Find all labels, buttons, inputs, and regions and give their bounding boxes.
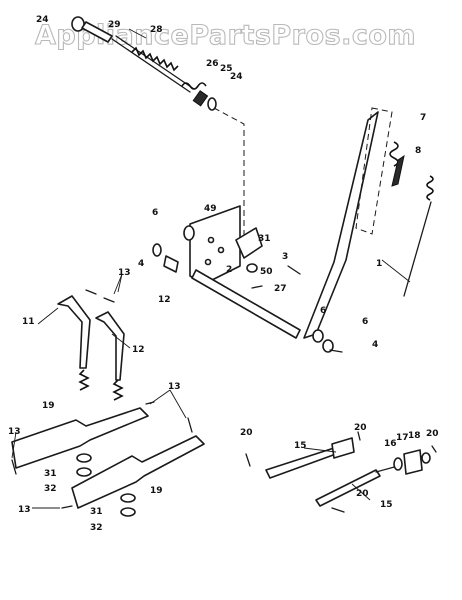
spring-part-25 [181, 82, 207, 90]
callout-8: 8 [415, 146, 421, 156]
callout-29: 24 [36, 15, 49, 25]
callout-23: 24 [230, 72, 243, 82]
grip-part-8 [391, 154, 405, 187]
washer-part-23 [207, 97, 217, 111]
clip-part-20-b [357, 431, 361, 441]
callout-6-left: 12 [158, 295, 171, 305]
lift-arm-part-19-lower [71, 435, 205, 509]
callout-20-lower: 20 [356, 489, 369, 499]
callout-19-lower: 19 [150, 486, 163, 496]
callout-17: 17 [396, 433, 409, 443]
washer-part-5-right [322, 339, 334, 353]
rod-part-15-lower [315, 469, 381, 507]
callout-6-right: 6 [320, 306, 326, 316]
callout-20-mid: 20 [354, 423, 367, 433]
callout-3: 3 [282, 252, 288, 262]
callout-13-top: 13 [118, 268, 131, 278]
shaft-part-2 [191, 269, 301, 339]
clip-part-20-c [331, 507, 345, 513]
washer-part-32-lower [120, 507, 136, 517]
bushing-part-49 [183, 225, 195, 241]
callout-26: 27 [274, 284, 287, 294]
callout-13-left: 13 [8, 427, 21, 437]
thread-part-27 [131, 46, 179, 72]
washer-part-16 [393, 457, 403, 471]
callout-4-right: 4 [372, 340, 378, 350]
watermark-text: AppliancePartsPros.com [35, 20, 416, 51]
washer-part-5-left [152, 243, 162, 257]
upper-rod-assembly [71, 16, 245, 236]
spring-part-1 [426, 175, 434, 201]
bracket-plate [189, 205, 241, 285]
lift-arm-part-19-upper [11, 407, 149, 469]
callout-50: 50 [260, 267, 273, 277]
clip-part-20-d [431, 445, 437, 453]
clip-part-13-b [187, 417, 193, 433]
washer-part-6-right [312, 329, 324, 343]
callout-32-upper: 32 [44, 484, 57, 494]
callout-24: 25 [220, 64, 233, 74]
grip-part-7 [389, 141, 399, 167]
callout-7: 7 [420, 113, 426, 123]
bushing-part-6-left [163, 255, 179, 273]
callout-13-bottom: 13 [18, 505, 31, 515]
arm-part-30 [235, 227, 263, 259]
link-part-12 [95, 311, 125, 381]
callout-20-right: 20 [426, 429, 439, 439]
bushing-part-31-upper [76, 453, 92, 463]
link-rods [57, 289, 125, 401]
callout-20-left: 20 [240, 428, 253, 438]
callout-12: 12 [132, 345, 145, 355]
callout-25: 26 [206, 59, 219, 69]
washer-part-50 [246, 263, 258, 273]
callout-4-left: 4 [138, 259, 144, 269]
rod-part-15-upper [265, 447, 337, 479]
lower-lift-arms [11, 401, 205, 517]
leader-lines [11, 28, 411, 509]
callout-18: 18 [408, 431, 421, 441]
block-part-17 [403, 449, 423, 475]
callout-49: 49 [204, 204, 217, 214]
clip-part-20-a [245, 453, 251, 467]
callout-1: 1 [376, 259, 382, 269]
clevis-upper [331, 437, 355, 459]
callout-15-upper: 15 [294, 441, 307, 451]
washer-part-18 [421, 452, 431, 464]
callout-31-upper: 31 [44, 469, 57, 479]
callout-5-left: 6 [152, 208, 158, 218]
nut-part-24 [192, 90, 209, 107]
link-part-11 [57, 295, 91, 369]
callout-labels: 24 29 28 26 25 24 7 8 6 49 31 3 1 2 50 4… [8, 15, 439, 533]
rod-part-1 [403, 201, 432, 297]
washer-part-32-upper [76, 467, 92, 477]
clip-part-13-d [61, 505, 73, 509]
callout-28: 29 [108, 20, 121, 30]
clip-part-13-c [11, 459, 17, 475]
callout-13-right: 13 [168, 382, 181, 392]
handle-grip-dashed [355, 107, 393, 235]
callout-15-lower: 15 [380, 500, 393, 510]
callout-30: 31 [258, 234, 271, 244]
callout-27: 28 [150, 25, 163, 35]
callout-19-upper: 19 [42, 401, 55, 411]
bracket-assembly [152, 205, 301, 339]
callout-31-lower: 31 [90, 507, 103, 517]
lower-right-rods [245, 431, 437, 513]
pin-part-26 [251, 285, 263, 289]
pin-part-28 [81, 21, 113, 43]
bushing-part-31-lower [120, 493, 136, 503]
rod-part-27 [111, 38, 191, 93]
pin-part-4-right [329, 349, 343, 353]
cotter-part-3 [287, 265, 301, 275]
callout-16: 16 [384, 439, 397, 449]
assembly-dashed-line [213, 107, 245, 236]
callout-11: 11 [22, 317, 35, 327]
callout-32-lower: 32 [90, 523, 103, 533]
callout-5-right: 6 [362, 317, 368, 327]
callout-2: 2 [226, 265, 232, 275]
